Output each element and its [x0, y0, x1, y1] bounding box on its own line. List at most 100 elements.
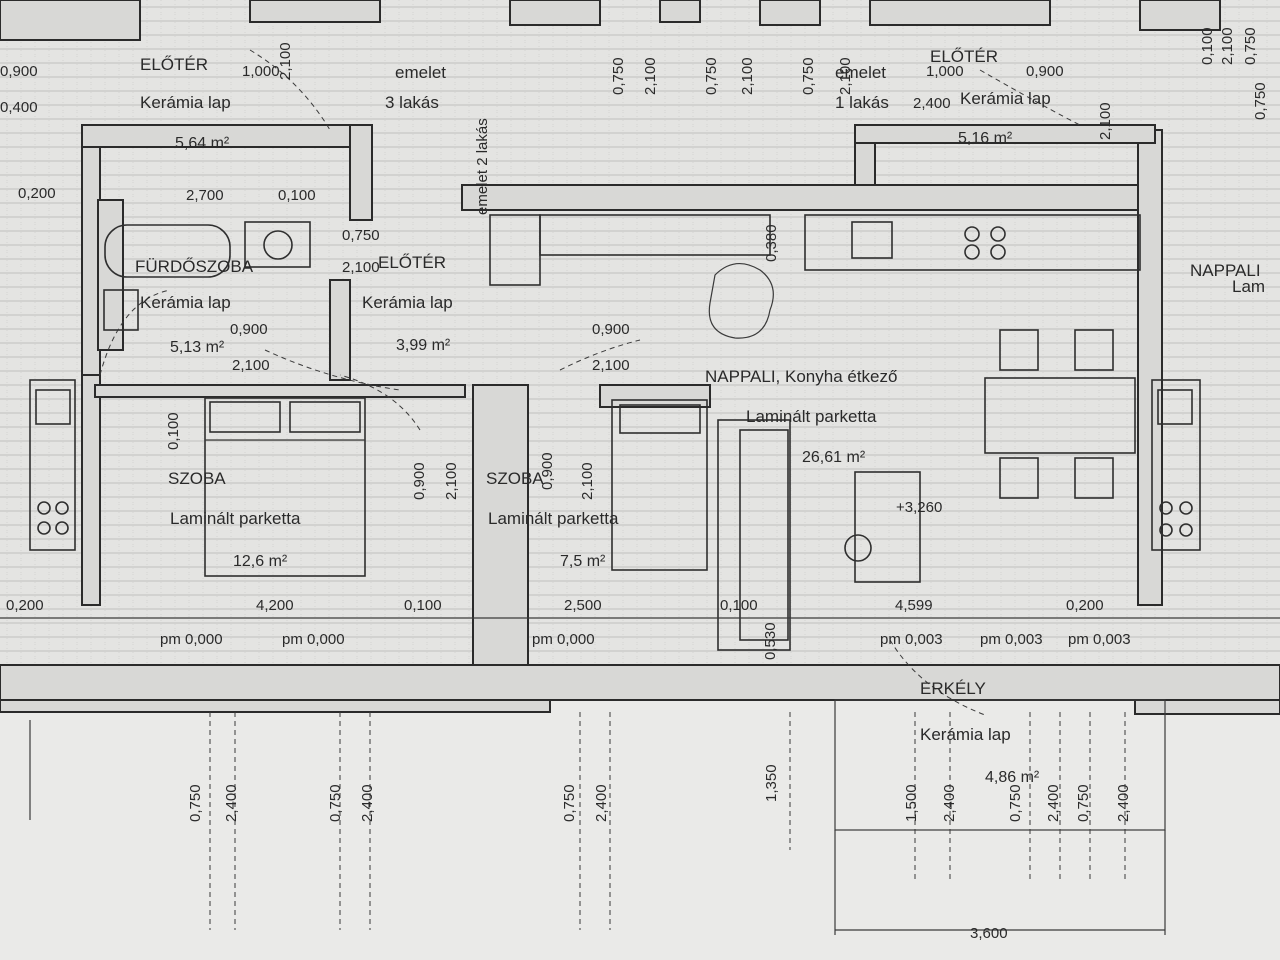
floor-level: pm 0,003 — [980, 631, 1043, 648]
dim-label: 2,400 — [913, 95, 951, 112]
vdim-label: 2,100 — [579, 462, 596, 500]
dim-label: 0,400 — [0, 99, 38, 116]
eloter-right-area: 5,16 m² — [958, 130, 1013, 147]
vdim-label: 2,400 — [1115, 784, 1132, 822]
dim-label: 3,600 — [970, 925, 1008, 942]
floor-hatch — [0, 0, 1280, 700]
floor-level: pm 0,003 — [880, 631, 943, 648]
dim-label: 0,100 — [720, 597, 758, 614]
vdim-label: 2,100 — [642, 57, 659, 95]
dim-label: 1,000 — [242, 63, 280, 80]
vdim-label: 0,750 — [1242, 27, 1259, 65]
vdim-label: 2,100 — [739, 57, 756, 95]
vdim-label: 2,400 — [593, 784, 610, 822]
kitchen-counter — [489, 214, 1141, 286]
eloter-mid-material: Kerámia lap — [362, 293, 453, 312]
vdim-label: 0,100 — [1199, 27, 1216, 65]
vdim-label: 2,100 — [1219, 27, 1236, 65]
szoba-2-name: SZOBA — [486, 469, 544, 488]
dim-label: 4,599 — [895, 597, 933, 614]
dining-table — [984, 329, 1136, 499]
vdim-label: 2,400 — [941, 784, 958, 822]
nappali-material: Laminált parketta — [746, 407, 877, 426]
vdim-label: 0,750 — [610, 57, 627, 95]
single-bed — [611, 399, 708, 571]
furdoszoba-name: FÜRDŐSZOBA — [135, 257, 254, 276]
walls — [0, 124, 1280, 715]
dim-label: 4,200 — [256, 597, 294, 614]
erkely-material: Kerámia lap — [920, 725, 1011, 744]
dim-label: 0,200 — [6, 597, 44, 614]
furdoszoba-material: Kerámia lap — [140, 293, 231, 312]
vdim-label: 0,380 — [763, 224, 780, 262]
vertical-dimensions-bottom: 0,750 2,400 0,750 2,400 0,750 2,400 1,35… — [187, 764, 1132, 822]
vertical-dimensions-top: 2,100 0,750 2,100 0,750 2,100 0,750 2,10… — [277, 27, 1269, 140]
vdim-label: 1,350 — [763, 764, 780, 802]
balcony — [834, 699, 1166, 935]
vdim-label: 2,400 — [359, 784, 376, 822]
stair-right-line2: 1 lakás — [835, 93, 889, 112]
vdim-label: 0,750 — [1007, 784, 1024, 822]
dim-label: 2,100 — [342, 259, 380, 276]
vertical-dimensions-mid: 0,100 0,900 2,100 0,900 2,100 0,530 0,38… — [165, 224, 780, 660]
coffee-table — [854, 471, 921, 583]
dim-label: 0,900 — [592, 321, 630, 338]
eloter-left-area: 5,64 m² — [175, 135, 230, 152]
szoba-1-material: Laminált parketta — [170, 509, 301, 528]
floor-level: pm 0,003 — [1068, 631, 1131, 648]
plant — [708, 263, 774, 339]
nappali-edge-material: Lam — [1232, 277, 1265, 296]
door-swings — [99, 49, 1081, 716]
right-kitchen — [1151, 379, 1201, 551]
vdim-label: 0,900 — [539, 452, 556, 490]
vdim-label: 0,750 — [800, 57, 817, 95]
vdim-label: 2,400 — [223, 784, 240, 822]
vdim-label: 0,750 — [1252, 82, 1269, 120]
floor-level: pm 0,000 — [532, 631, 595, 648]
szoba-2-area: 7,5 m² — [560, 553, 606, 570]
eloter-left-name: ELŐTÉR — [140, 55, 208, 74]
vdim-label: 0,750 — [327, 784, 344, 822]
dim-label: 0,200 — [1066, 597, 1104, 614]
szoba-1-area: 12,6 m² — [233, 553, 288, 570]
vdim-label: 0,750 — [1075, 784, 1092, 822]
vdim-label: 0,750 — [703, 57, 720, 95]
vdim-label: 0,100 — [165, 412, 182, 450]
nappali-name: NAPPALI, Konyha étkező — [705, 367, 897, 386]
stair-left-line1: emelet — [395, 63, 446, 82]
eloter-mid-name: ELŐTÉR — [378, 253, 446, 272]
elevation-label: +3,260 — [896, 499, 942, 516]
szoba-1-name: SZOBA — [168, 469, 226, 488]
floor-level: pm 0,000 — [160, 631, 223, 648]
stair-left-line2: 3 lakás — [385, 93, 439, 112]
stair-labels: emelet 3 lakás emelet 1 lakás emelet 2 l… — [385, 63, 889, 215]
vdim-label: 0,900 — [411, 462, 428, 500]
stair-right-line1: emelet — [835, 63, 886, 82]
dim-label: 0,100 — [404, 597, 442, 614]
double-bed — [204, 397, 366, 577]
eloter-mid-area: 3,99 m² — [396, 337, 451, 354]
vdim-label: 2,100 — [277, 42, 294, 80]
dim-label: 0,900 — [230, 321, 268, 338]
dim-label: 2,500 — [564, 597, 602, 614]
vdim-label: 0,530 — [762, 622, 779, 660]
horizontal-dimensions: 0,900 0,400 1,000 0,200 2,700 0,100 0,75… — [0, 63, 1104, 942]
dim-label: 0,100 — [278, 187, 316, 204]
bathroom-fixtures — [103, 221, 311, 331]
floor-levels: pm 0,000 pm 0,000 pm 0,000 pm 0,003 pm 0… — [160, 631, 1131, 648]
left-kitchen — [29, 379, 76, 551]
dim-label: 2,100 — [232, 357, 270, 374]
erkely-area: 4,86 m² — [985, 769, 1040, 786]
nappali-edge-name: NAPPALI — [1190, 261, 1261, 280]
dim-label: 1,000 — [926, 63, 964, 80]
eloter-right-name: ELŐTÉR — [930, 47, 998, 66]
floor-level: pm 0,000 — [282, 631, 345, 648]
dim-label: 2,700 — [186, 187, 224, 204]
vdim-label: 0,750 — [561, 784, 578, 822]
sofa — [717, 419, 791, 651]
vdim-label: 1,500 — [903, 784, 920, 822]
dimension-lines-bottom — [29, 712, 1126, 930]
dim-label: 0,900 — [0, 63, 38, 80]
dim-label: 0,900 — [1026, 63, 1064, 80]
